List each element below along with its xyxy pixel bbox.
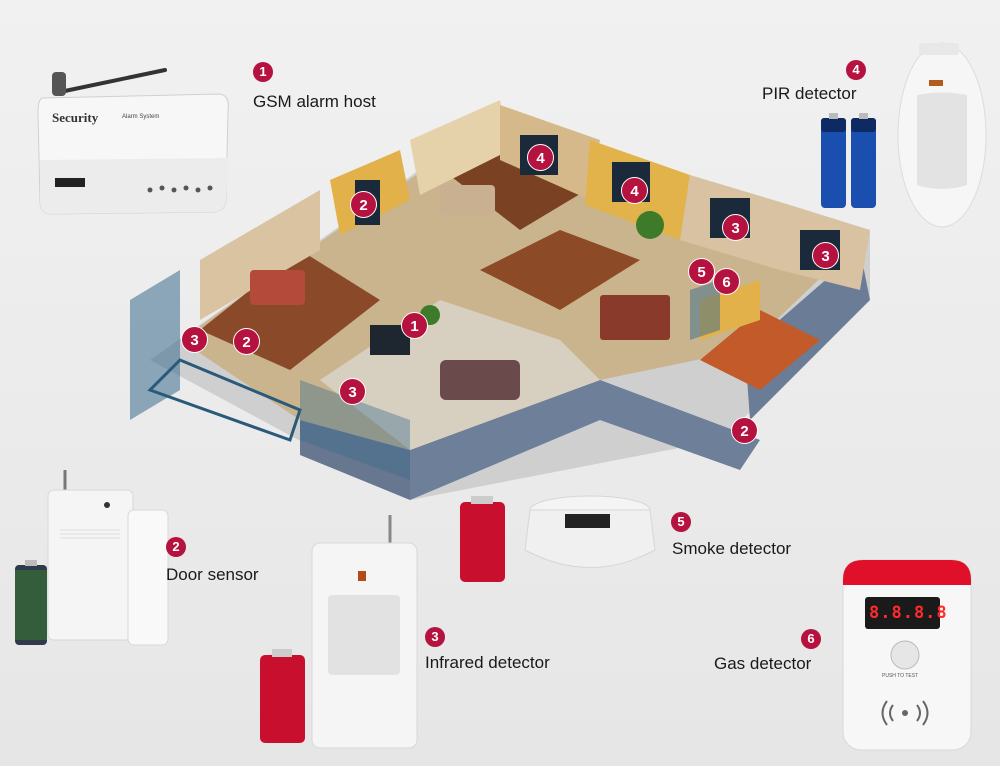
house-marker: 2	[731, 417, 758, 444]
gas-detector-label: Gas detector	[714, 654, 812, 673]
gas-display-readout: 8.8.8.8	[869, 603, 948, 623]
device-number-badge: 5	[671, 512, 691, 532]
device-number-badge: 6	[801, 629, 821, 649]
house-marker: 3	[722, 214, 749, 241]
house-marker: 2	[233, 328, 260, 355]
house-cutaway-illustration	[130, 100, 870, 500]
door-sensor-label: Door sensor	[166, 565, 259, 584]
pir-detector-batteries	[821, 113, 876, 208]
infrared-detector-device	[260, 515, 418, 749]
house-marker: 3	[812, 242, 839, 269]
device-number-badge: 1	[253, 62, 273, 82]
pir-detector-device	[897, 42, 987, 228]
gas-test-button-text: PUSH TO TEST	[882, 673, 919, 679]
smoke-detector-device	[460, 495, 656, 582]
alarm-host-subtitle: Alarm System	[122, 114, 159, 120]
house-marker: 5	[688, 258, 715, 285]
device-number-badge: 2	[166, 537, 186, 557]
door-sensor-device	[15, 470, 169, 646]
house-marker: 2	[350, 191, 377, 218]
house-marker: 3	[339, 378, 366, 405]
gas-detector-device: 8.8.8.8 PUSH TO TEST	[835, 555, 980, 755]
pir-detector-label: PIR detector	[762, 84, 857, 103]
device-number-badge: 3	[425, 627, 445, 647]
smoke-detector-label: Smoke detector	[672, 539, 792, 558]
gsm-alarm-host-label: GSM alarm host	[253, 92, 376, 111]
infrared-detector-label: Infrared detector	[425, 653, 550, 672]
house-marker: 1	[401, 312, 428, 339]
house-marker: 4	[621, 177, 648, 204]
gsm-alarm-host-device: Security Alarm System	[37, 68, 229, 215]
house-marker: 4	[527, 144, 554, 171]
house-marker: 3	[181, 326, 208, 353]
device-number-badge: 4	[846, 60, 866, 80]
alarm-host-brand: Security	[52, 110, 99, 125]
house-marker: 6	[713, 268, 740, 295]
